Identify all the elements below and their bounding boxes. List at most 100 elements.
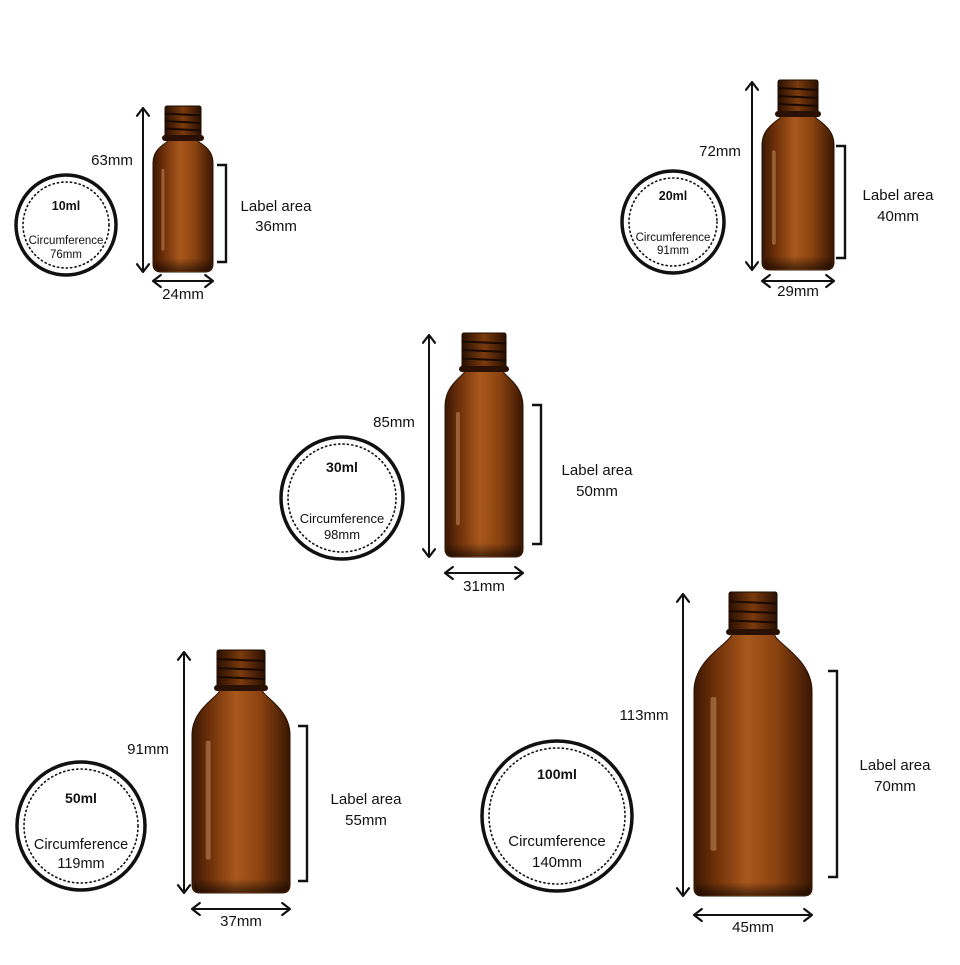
neck-thread-20ml: [777, 87, 819, 91]
neck-thread-100ml: [728, 600, 778, 605]
label-area-title-50ml: Label area: [331, 791, 403, 808]
circumference-dotted-ring-30ml: [287, 443, 397, 553]
circumference-dotted-ring-20ml: [628, 177, 718, 267]
width-arrow-head-left-100ml: [692, 907, 703, 923]
circumference-value-30ml: 98mm: [324, 527, 360, 542]
height-arrow-head-top-30ml: [421, 333, 437, 344]
bottle-collar-100ml: [726, 629, 780, 635]
label-area-size-30ml: 50mm: [576, 483, 618, 500]
bottle-base-shadow-50ml: [194, 879, 288, 892]
neck-thread-10ml: [164, 112, 202, 117]
width-label-30ml: 31mm: [463, 578, 505, 595]
label-area-title-100ml: Label area: [860, 757, 932, 774]
height-arrow-head-bottom-30ml: [421, 548, 437, 559]
bottle-base-shadow-100ml: [696, 882, 810, 895]
width-arrow-head-right-30ml: [514, 565, 525, 581]
circumference-title-10ml: Circumference: [29, 235, 104, 247]
circumference-value-50ml: 119mm: [57, 856, 104, 872]
height-arrow-head-bottom-20ml: [744, 261, 760, 272]
label-area-title-30ml: Label area: [562, 462, 634, 479]
circumference-dotted-ring-10ml: [22, 181, 110, 269]
bottle-highlight-30ml: [455, 412, 460, 526]
neck-thread-50ml: [216, 667, 266, 671]
width-arrow-head-right-20ml: [825, 273, 836, 289]
bottle-body-30ml: [444, 366, 524, 558]
neck-thread-100ml: [728, 619, 778, 624]
width-arrow-head-right-100ml: [803, 907, 814, 923]
volume-label-30ml: 30ml: [326, 459, 358, 475]
height-arrow-head-top-10ml: [135, 106, 151, 117]
circumference-value-10ml: 76mm: [50, 249, 82, 261]
circumference-title-50ml: Circumference: [34, 837, 128, 853]
width-arrow-head-left-20ml: [760, 273, 771, 289]
width-label-50ml: 37mm: [220, 913, 262, 930]
height-label-10ml: 63mm: [91, 152, 133, 169]
circumference-dotted-ring-50ml: [23, 768, 139, 884]
circumference-value-20ml: 91mm: [657, 245, 689, 257]
neck-thread-50ml: [216, 676, 266, 680]
bottle-body-20ml: [761, 111, 835, 271]
height-arrow-head-bottom-100ml: [675, 887, 691, 898]
circumference-circle-30ml: [279, 435, 405, 561]
label-area-title-10ml: Label area: [241, 198, 313, 215]
bottle-base-shadow-10ml: [155, 258, 211, 271]
bottle-body-10ml: [152, 135, 214, 273]
height-arrow-head-top-20ml: [744, 80, 760, 91]
circumference-dotted-ring-100ml: [488, 747, 626, 885]
label-area-size-10ml: 36mm: [255, 218, 297, 235]
neck-thread-30ml: [461, 357, 507, 362]
height-label-20ml: 72mm: [699, 143, 741, 160]
bottle-group-30ml: 85mm 31mm Label area 50mm 30mlCircumference9…: [279, 332, 634, 595]
width-arrow-head-right-10ml: [204, 273, 215, 289]
bottle-collar-10ml: [162, 135, 204, 141]
circumference-circle-100ml: [480, 739, 634, 893]
bottle-highlight-20ml: [772, 150, 776, 245]
label-area-bracket-50ml: [298, 724, 309, 883]
volume-label-10ml: 10ml: [52, 199, 81, 213]
label-area-title-20ml: Label area: [863, 187, 935, 204]
height-label-30ml: 85mm: [373, 414, 415, 431]
height-arrow-head-top-50ml: [176, 650, 192, 661]
circumference-title-30ml: Circumference: [300, 511, 385, 526]
label-area-bracket-20ml: [836, 144, 847, 260]
neck-thread-30ml: [461, 349, 507, 353]
width-arrow-head-right-50ml: [281, 901, 292, 917]
bottle-body-50ml: [191, 685, 291, 894]
height-arrow-head-bottom-10ml: [135, 263, 151, 274]
neck-thread-100ml: [728, 610, 778, 614]
bottle-collar-20ml: [775, 111, 821, 117]
neck-thread-30ml: [461, 340, 507, 345]
bottle-base-shadow-20ml: [764, 256, 832, 269]
height-label-50ml: 91mm: [127, 741, 169, 758]
circumference-title-20ml: Circumference: [636, 232, 711, 244]
bottle-collar-30ml: [459, 366, 509, 372]
bottle-highlight-100ml: [710, 697, 717, 851]
label-area-bracket-10ml: [217, 163, 228, 264]
volume-label-100ml: 100ml: [537, 766, 577, 782]
bottle-highlight-10ml: [161, 168, 165, 251]
circumference-circle-10ml: [14, 173, 118, 277]
label-area-size-100ml: 70mm: [874, 778, 916, 795]
bottle-body-100ml: [693, 629, 813, 897]
height-arrow-head-bottom-50ml: [176, 884, 192, 895]
height-arrow-head-top-100ml: [675, 592, 691, 603]
label-area-bracket-100ml: [828, 669, 839, 879]
label-area-bracket-30ml: [532, 403, 543, 546]
height-label-100ml: 113mm: [620, 707, 669, 724]
bottle-collar-50ml: [214, 685, 268, 691]
neck-thread-20ml: [777, 103, 819, 107]
circumference-circle-20ml: [620, 169, 726, 275]
label-area-size-50ml: 55mm: [345, 812, 387, 829]
label-area-size-20ml: 40mm: [877, 208, 919, 225]
volume-label-50ml: 50ml: [65, 790, 97, 806]
neck-thread-10ml: [164, 127, 202, 132]
bottle-highlight-50ml: [205, 740, 211, 860]
width-arrow-head-left-50ml: [190, 901, 201, 917]
width-arrow-head-left-30ml: [443, 565, 454, 581]
